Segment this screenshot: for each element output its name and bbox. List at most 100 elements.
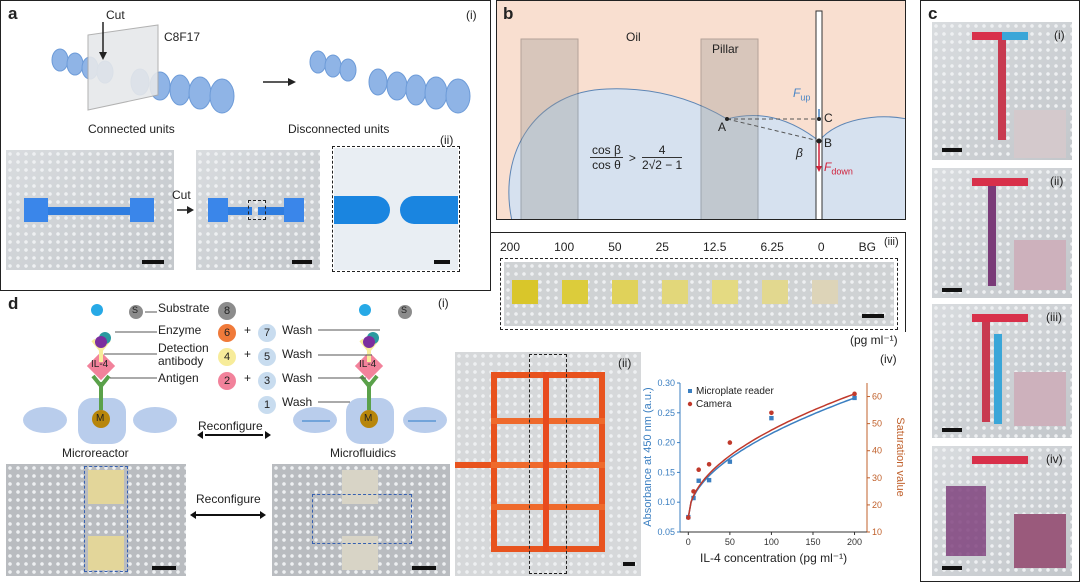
legend-microplate: Microplate reader — [696, 386, 774, 397]
legend-marker-microplate — [688, 389, 692, 393]
data-point-microplate — [852, 395, 857, 401]
m-left: M — [96, 413, 105, 424]
concentration-unit: (pg ml⁻¹) — [850, 333, 898, 347]
disconnected-units-label: Disconnected units — [288, 122, 390, 136]
data-point-camera — [691, 489, 696, 494]
step-circle: 8 — [218, 302, 236, 320]
data-point-camera — [852, 391, 857, 397]
y-tick-label: 0.30 — [657, 378, 675, 388]
legend-camera: Camera — [696, 399, 732, 410]
y-tick-label: 0.20 — [657, 438, 675, 448]
concentration-labels: 200 100 50 25 12.5 6.25 0 BG — [500, 240, 876, 254]
photo-microfluidics — [272, 464, 450, 576]
il4-right: IL-4 — [359, 359, 377, 370]
wash-circle: 7 — [258, 324, 276, 342]
data-point-camera — [727, 440, 733, 445]
conc-label: 0 — [817, 240, 825, 254]
data-point-microplate — [706, 477, 712, 483]
data-point-camera — [696, 467, 701, 472]
panel-a — [0, 0, 491, 291]
step-circle: 2 — [218, 372, 236, 390]
panel-c-label: c — [928, 4, 938, 23]
disconnected-chains — [309, 50, 471, 114]
microfluidics-label: Microfluidics — [330, 446, 397, 460]
photo-c-i — [932, 22, 1072, 160]
microreactor-label: Microreactor — [62, 446, 129, 460]
il4-left: IL-4 — [91, 359, 109, 370]
cut-label: Cut — [106, 8, 125, 22]
y-tick-label: 0.10 — [657, 497, 675, 507]
panel-c-sub-iv: (iv) — [1046, 452, 1063, 466]
y2-tick-label: 60 — [872, 392, 882, 402]
panel-a-sub-i: (i) — [466, 8, 477, 22]
step-circle: 6 — [218, 324, 236, 342]
step-detection-antibody: Detection antibody — [158, 341, 218, 369]
conc-label: 200 — [500, 240, 521, 254]
reconfigure-photo-label: Reconfigure — [196, 492, 261, 506]
step-label: Detection antibody — [158, 341, 209, 369]
pillar-left — [520, 38, 579, 219]
wash-label: Wash — [282, 395, 313, 409]
f-up-sub: up — [800, 92, 811, 103]
conc-label: 6.25 — [760, 240, 784, 254]
data-point-microplate — [727, 459, 733, 464]
photo-cut-label: Cut — [172, 188, 191, 202]
step-label: Substrate — [158, 301, 210, 315]
f-down-text: F — [824, 160, 832, 174]
water-droplet — [508, 88, 905, 219]
magnetic-bead-right — [360, 410, 378, 428]
wash-label: Wash — [282, 347, 313, 361]
photo-c-iii — [932, 304, 1072, 438]
photo-microfluidic-network — [455, 352, 641, 576]
data-point-microplate — [691, 495, 696, 501]
panel-a-label: a — [8, 4, 18, 23]
y2-tick-label: 40 — [872, 446, 882, 456]
step-label: Antigen — [158, 371, 199, 385]
plus: + — [244, 371, 252, 385]
y2-tick-label: 50 — [872, 419, 882, 429]
magnetic-bead-left — [92, 410, 110, 428]
x-tick-label: 200 — [847, 537, 862, 547]
photo-connected — [6, 150, 174, 270]
surfactant-text: C8F17 — [164, 30, 201, 44]
panel-b — [496, 0, 906, 220]
chart-xlabel: IL-4 concentration (pg ml⁻¹) — [700, 551, 848, 565]
pillar-middle — [700, 38, 759, 219]
f-down-label: Fdown — [824, 160, 853, 176]
eq-den-left: cos θ — [592, 158, 621, 172]
panel-d-sub-i: (i) — [438, 296, 449, 310]
oil-label: Oil — [626, 30, 641, 44]
x-tick-label: 150 — [805, 537, 820, 547]
chart-y2label: Saturation value — [894, 417, 906, 497]
data-point-camera — [706, 461, 712, 467]
y-tick-label: 0.25 — [657, 408, 675, 418]
s-right: S — [401, 305, 408, 315]
data-point-camera — [769, 410, 774, 416]
beta-label: β — [796, 146, 803, 160]
f-up-label: Fup — [793, 86, 810, 102]
y2-tick-label: 20 — [872, 500, 882, 510]
conc-label: 12.5 — [703, 240, 727, 254]
panel-b-label: b — [503, 4, 514, 23]
fit-curve-microplate — [687, 397, 855, 518]
x-tick-label: 100 — [764, 537, 779, 547]
panel-c-sub-i: (i) — [1054, 28, 1065, 42]
conc-label: 25 — [655, 240, 669, 254]
fit-curve-camera — [687, 393, 855, 518]
f-down-sub: down — [831, 166, 853, 177]
data-point-camera — [686, 515, 691, 520]
antibody-stack-left — [86, 304, 143, 410]
photo-cut-arrow — [177, 206, 194, 214]
conc-label: BG — [858, 240, 876, 254]
surfactant-label: C8F17 — [164, 30, 200, 44]
y-tick-label: 0.05 — [657, 527, 675, 537]
wash-circle: 1 — [258, 396, 276, 414]
panel-c-sub-ii: (ii) — [1050, 174, 1064, 188]
x-tick-label: 0 — [686, 537, 691, 547]
panel-d-label: d — [8, 294, 19, 313]
antibody-stack-right — [354, 304, 412, 410]
c8f17-sheet — [87, 24, 159, 111]
